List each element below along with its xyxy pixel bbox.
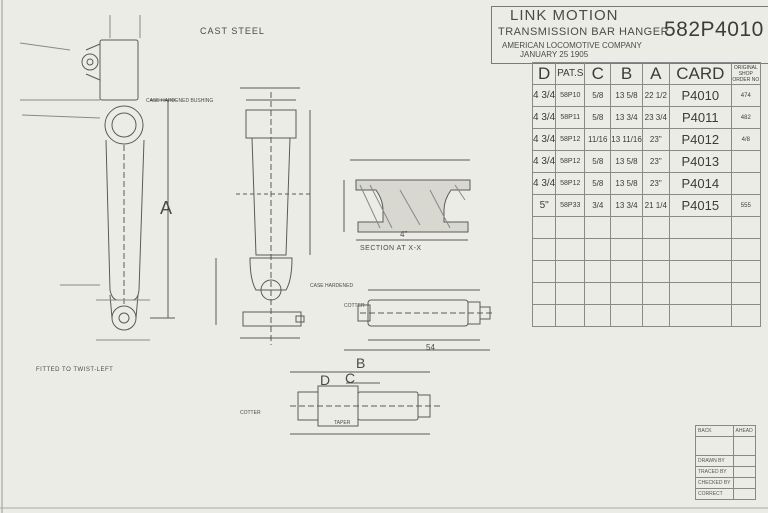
stamp-checked-by: CHECKED BY [695,477,734,489]
table-cell-a: 23" [641,128,670,151]
table-row-empty [531,216,761,239]
table-cell-pat: 58P10 [555,84,586,107]
dimension-54-label: 54 [426,343,435,352]
table-cell-pat: 58P12 [555,128,586,151]
table-cell-card: P4012 [668,128,732,151]
dimension-card-table: D PAT.S C B A CARD ORIGINAL SHOP ORDER N… [531,62,761,327]
table-cell-b: 13 3/4 [610,194,643,217]
hanger-top-boss [99,39,139,101]
stamp-ahead: AHEAD [732,425,756,437]
table-cell-card: P4013 [668,150,732,173]
drawing-number: 582P4010 [664,18,764,41]
table-cell-card: P4010 [668,84,732,107]
stamp-back: BACK [695,425,734,437]
header-d: D [531,62,557,85]
taper-note: TAPER [334,420,351,426]
table-cell-c: 5/8 [584,150,612,173]
table-cell-c: 5/8 [584,172,612,195]
table-cell-shop: 555 [730,194,761,217]
cotter-note-2: COTTER [240,410,261,416]
table-cell-b: 13 5/8 [610,84,643,107]
table-cell-shop: 474 [730,84,761,107]
table-cell-a: 23" [641,172,670,195]
table-cell-shop: 4/8 [730,128,761,151]
material-note: CAST STEEL [200,26,265,36]
table-cell-d: 4 3/4 [531,172,557,195]
table-cell-card: P4015 [668,194,732,217]
section-x-x [355,179,471,233]
table-cell-d: 4 3/4 [531,150,557,173]
dimension-d-label: D [320,372,331,388]
table-cell-a: 23" [641,150,670,173]
table-cell-a: 21 1/4 [641,194,670,217]
stamp-correct: CORRECT [695,488,734,500]
table-row-empty [531,304,761,327]
table-cell-a: 22 1/2 [641,84,670,107]
hanger-lower-eye [111,305,137,331]
header-shop-order: ORIGINAL SHOP ORDER NO [730,62,761,85]
table-cell-shop [730,172,761,195]
dimension-c-label: C [345,370,356,386]
table-cell-pat: 58P12 [555,150,586,173]
table-row-empty [531,260,761,283]
stamp-traced-by: TRACED BY [695,466,734,478]
table-cell-c: 5/8 [584,106,612,129]
case-hardened-note: CASE HARDENED BUSHING [146,98,214,104]
hanger-arm [105,139,145,301]
table-cell-b: 13 3/4 [610,106,643,129]
dimension-a-label: A [160,198,173,218]
table-row-empty [531,282,761,305]
front-view-pin [242,311,302,327]
table-header-row: D PAT.S C B A CARD ORIGINAL SHOP ORDER N… [531,62,761,85]
table-cell-shop [730,150,761,173]
title-line-1: LINK MOTION [510,7,619,24]
table-cell-b: 13 5/8 [610,172,643,195]
table-cell-c: 5/8 [584,84,612,107]
table-cell-card: P4011 [668,106,732,129]
table-cell-d: 5" [531,194,557,217]
company-name: AMERICAN LOCOMOTIVE COMPANY [502,41,642,50]
table-cell-pat: 58P12 [555,172,586,195]
cotter-note-1: COTTER [344,303,365,309]
table-cell-a: 23 3/4 [641,106,670,129]
fitted-note: FITTED TO TWIST-LEFT [36,367,114,373]
table-row-empty [531,238,761,261]
dimension-b-label: B [356,355,366,371]
table-cell-card: P4014 [668,172,732,195]
stamp-drawn-by: DRAWN BY [695,455,734,467]
hanger-bushing-eye [104,105,144,145]
table-cell-d: 4 3/4 [531,106,557,129]
drawing-date: JANUARY 25 1905 [520,50,589,59]
header-b: B [610,62,643,85]
table-cell-shop: 482 [730,106,761,129]
section-label: SECTION AT X-X [360,245,422,252]
header-a: A [641,62,670,85]
header-pat: PAT.S [555,62,586,85]
table-cell-d: 4 3/4 [531,84,557,107]
case-hardened-pin-note: CASE HARDENED [310,283,354,289]
table-cell-b: 13 5/8 [610,150,643,173]
title-line-2: TRANSMISSION BAR HANGER [498,26,670,38]
table-cell-b: 13 11/16 [610,128,643,151]
section-width-label: 4" [400,230,408,239]
table-cell-d: 4 3/4 [531,128,557,151]
header-card: CARD [668,62,732,85]
table-cell-c: 11/16 [584,128,612,151]
table-cell-pat: 58P11 [555,106,586,129]
table-cell-c: 3/4 [584,194,612,217]
table-cell-pat: 58P33 [555,194,586,217]
header-c: C [584,62,612,85]
